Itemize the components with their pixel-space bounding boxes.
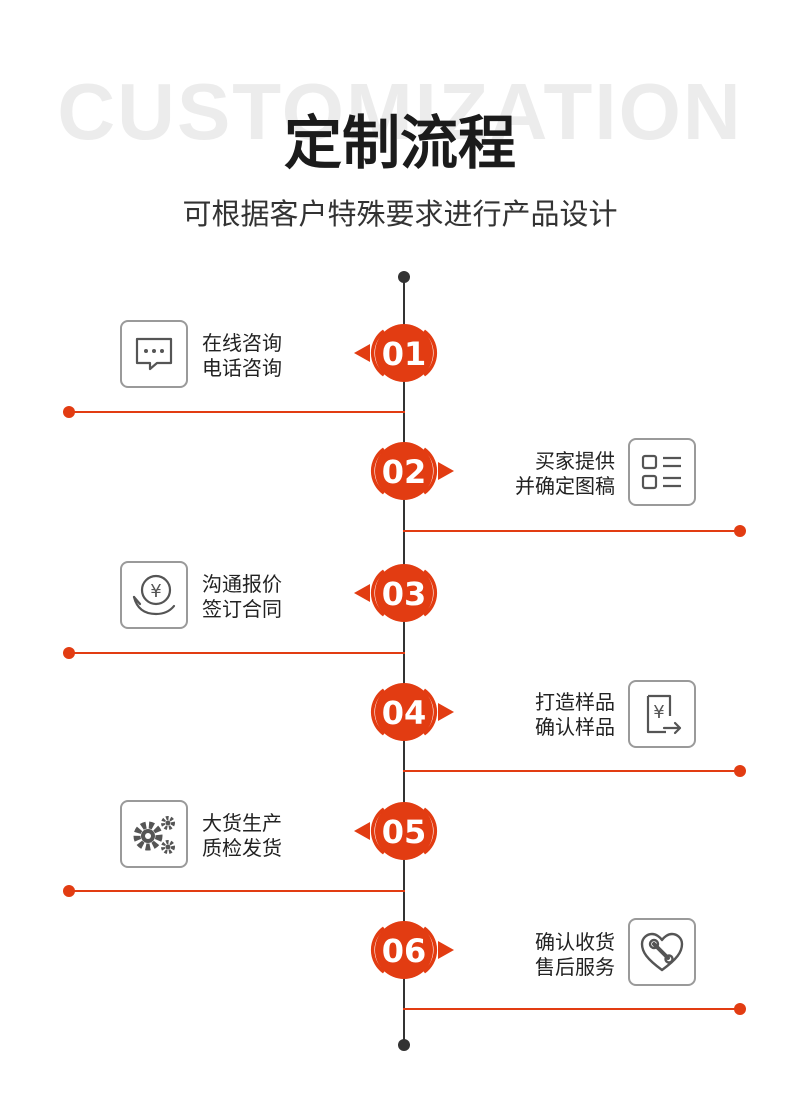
step-3-connector-line bbox=[68, 652, 405, 654]
step-1-line1: 在线咨询 bbox=[202, 331, 282, 355]
step-5-connector-dot bbox=[63, 885, 75, 897]
step-4-icon-box: ¥ bbox=[628, 680, 696, 748]
step-6-icon-box bbox=[628, 918, 696, 986]
gears-icon bbox=[133, 816, 175, 854]
step-5-line1: 大货生产 bbox=[202, 811, 282, 835]
step-2-connector-dot bbox=[734, 525, 746, 537]
step-1-connector-dot bbox=[63, 406, 75, 418]
step-6-line1: 确认收货 bbox=[535, 930, 615, 954]
step-2-line1: 买家提供 bbox=[535, 449, 615, 473]
step-2-number: 02 bbox=[382, 453, 427, 491]
step-4-number: 04 bbox=[382, 694, 427, 732]
timeline-axis bbox=[403, 277, 405, 1045]
step-6-line2: 售后服务 bbox=[535, 955, 615, 979]
list-grid-icon bbox=[641, 454, 681, 490]
step-1-label: 在线咨询 电话咨询 bbox=[202, 331, 282, 381]
step-1-connector-line bbox=[68, 411, 405, 413]
step-4-label: 打造样品 确认样品 bbox=[480, 690, 615, 740]
step-1-icon-box bbox=[120, 320, 188, 388]
step-3-line2: 签订合同 bbox=[202, 597, 282, 621]
step-6-badge: 06 bbox=[370, 921, 454, 979]
step-1-line2: 电话咨询 bbox=[202, 356, 282, 380]
timeline-top-dot bbox=[398, 271, 410, 283]
step-6-connector-dot bbox=[734, 1003, 746, 1015]
chat-bubble-icon bbox=[135, 337, 173, 371]
price-document-icon: ¥ bbox=[646, 694, 682, 735]
step-2-label: 买家提供 并确定图稿 bbox=[480, 449, 615, 499]
step-3-badge: 03 bbox=[354, 564, 438, 622]
step-4-badge: 04 bbox=[370, 683, 454, 741]
step-4-connector-dot bbox=[734, 765, 746, 777]
step-6-number: 06 bbox=[382, 932, 427, 970]
heart-wrench-icon bbox=[640, 932, 684, 972]
step-5-number: 05 bbox=[382, 813, 427, 851]
step-5-connector-line bbox=[68, 890, 405, 892]
background-watermark-word: CUSTOMIZATION bbox=[57, 67, 743, 156]
step-6-label: 确认收货 售后服务 bbox=[480, 930, 615, 980]
step-1-number: 01 bbox=[382, 335, 427, 373]
step-4-connector-line bbox=[403, 770, 739, 772]
step-2-connector-line bbox=[403, 530, 739, 532]
step-5-icon-box bbox=[120, 800, 188, 868]
step-3-label: 沟通报价 签订合同 bbox=[202, 572, 282, 622]
page-title: 定制流程 bbox=[283, 109, 516, 177]
page-subtitle: 可根据客户特殊要求进行产品设计 bbox=[182, 197, 618, 231]
timeline-bottom-dot bbox=[398, 1039, 410, 1051]
step-2-line2: 并确定图稿 bbox=[515, 474, 615, 498]
step-3-line1: 沟通报价 bbox=[202, 572, 282, 596]
step-2-badge: 02 bbox=[370, 442, 454, 500]
step-3-number: 03 bbox=[382, 575, 427, 613]
step-3-icon-box: ¥ bbox=[120, 561, 188, 629]
step-5-badge: 05 bbox=[354, 802, 438, 860]
step-2-icon-box bbox=[628, 438, 696, 506]
svg-text:¥: ¥ bbox=[150, 581, 161, 602]
step-6-connector-line bbox=[403, 1008, 739, 1010]
svg-text:¥: ¥ bbox=[653, 702, 664, 723]
step-3-connector-dot bbox=[63, 647, 75, 659]
step-5-label: 大货生产 质检发货 bbox=[202, 811, 282, 861]
step-4-line1: 打造样品 bbox=[535, 690, 615, 714]
step-1-badge: 01 bbox=[354, 324, 438, 382]
step-5-line2: 质检发货 bbox=[202, 836, 282, 860]
step-4-line2: 确认样品 bbox=[535, 715, 615, 739]
coin-hand-icon: ¥ bbox=[132, 574, 176, 616]
